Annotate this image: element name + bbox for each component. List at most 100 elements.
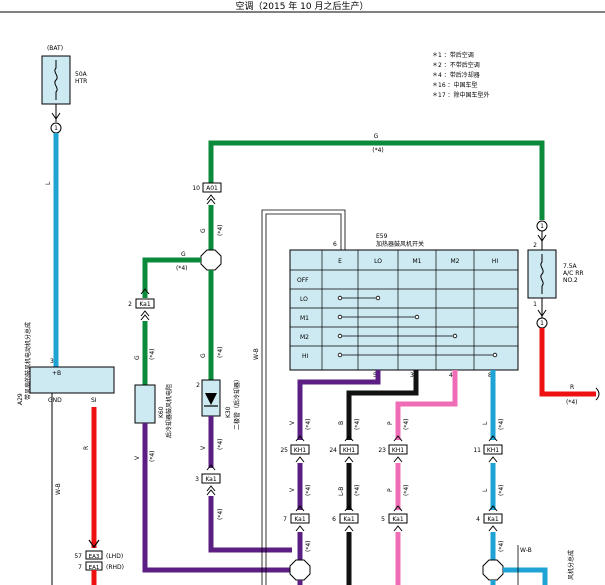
component-k60	[134, 384, 156, 424]
wire-green-left	[142, 257, 201, 298]
module-pin-3: 3	[50, 358, 54, 365]
wire-black-sw	[346, 370, 419, 440]
module-si: SI	[91, 397, 97, 404]
connector-ka1-left-pin: 2	[128, 301, 132, 308]
wire-red-right-end	[595, 387, 600, 401]
wire-note-4-m: (*4)	[403, 485, 410, 497]
connector-ka1-left-label: Ka1	[139, 301, 151, 308]
switch-row-off: OFF	[297, 277, 309, 284]
connector-ea3-label: EA3	[89, 554, 100, 560]
connector-ka1-mid	[201, 473, 221, 484]
connector-ka1-low	[388, 513, 408, 524]
connector-ka1-left	[135, 298, 155, 309]
fuse-ac-arrow-bottom	[537, 309, 547, 317]
fuse-ac-symbol	[540, 254, 544, 294]
left-module	[29, 366, 115, 394]
ka1-left-chevron	[140, 288, 150, 295]
component-k30-name: 二极管（后冷却器）	[233, 376, 241, 430]
red-arrow	[88, 539, 100, 549]
wire-note-4-o: (*4)	[305, 541, 312, 553]
wire-note-4-h: (*4)	[354, 419, 361, 431]
module-gnd: GND	[48, 397, 62, 404]
connector-ka1-mid-label: Ka1	[205, 476, 217, 483]
connector-ea3	[85, 550, 103, 560]
junction-purple	[289, 559, 311, 581]
connector-ea1-label: EA1	[89, 565, 100, 571]
connector-kh1-label: KH1	[392, 447, 404, 454]
wire-note-4-l: (*4)	[354, 485, 361, 497]
wire-label-r-right: R	[570, 384, 574, 391]
wire-note-4-f: (*4)	[217, 509, 224, 521]
connector-kh1	[339, 444, 359, 455]
wire-note-4-a: (*4)	[217, 225, 224, 237]
module-code: A29	[17, 393, 24, 405]
wire-purple-sw	[297, 370, 381, 440]
switch-row-m2: M2	[300, 334, 309, 341]
wire-label-p-mid: P	[387, 488, 394, 492]
junction-blue	[482, 559, 504, 581]
wire-label-g-left: G	[181, 251, 186, 258]
connector-kh1-label: KH1	[294, 447, 306, 454]
wire-blue-right	[503, 567, 548, 585]
connector-kh1-pin: 11	[473, 447, 481, 454]
connector-ka1-low-label: Ka1	[392, 516, 404, 523]
component-k60-name: 后冷却器鼓风机电阻	[165, 384, 173, 438]
wire-label-wb-left: W-B	[55, 483, 62, 495]
connector-ka1-low-label: Ka1	[343, 516, 355, 523]
connector-kh1-pin: 23	[378, 447, 386, 454]
connector-ka1-low	[290, 513, 310, 524]
wire-note-4-g: (*4)	[305, 419, 312, 431]
switch-pin-3: 3	[410, 372, 414, 379]
switch-contacts	[337, 295, 498, 358]
module-plus-b: +B	[52, 370, 61, 377]
connector-a01	[202, 182, 222, 193]
ka1-left-chevron-2	[140, 310, 150, 321]
connector-kh1	[290, 444, 310, 455]
wire-purple-k60	[142, 423, 292, 573]
connector-ka1-low	[339, 513, 359, 524]
switch-pin-5: 5	[373, 372, 377, 379]
connector-kh1-pin: 24	[329, 447, 337, 454]
wire-purple-diode-low	[208, 496, 292, 553]
connector-ka1-low-pin: 4	[476, 516, 480, 523]
switch-col-e: E	[338, 258, 342, 265]
page-title: 空调（2015 年 10 月之后生产）	[236, 0, 369, 12]
legend-item: ＊4 ：带后冷却器	[432, 71, 480, 79]
wire-note-4-b: (*4)	[149, 349, 156, 361]
fuse-symbol	[54, 60, 58, 100]
wire-note-4-c: (*4)	[149, 451, 156, 463]
connector-kh1-label: KH1	[343, 447, 355, 454]
component-k30-code: K30	[225, 406, 232, 418]
bat-arrow	[51, 112, 61, 120]
junction-green	[200, 249, 222, 271]
switch-row-m1: M1	[300, 315, 309, 322]
wire-label-wb-right: W-B	[520, 547, 532, 554]
ka1-mid-chevron	[206, 464, 216, 471]
wire-label-v-sw: V	[289, 420, 296, 425]
wire-label-g-left-note: (*4)	[176, 265, 188, 272]
wire-label-p-sw: P	[387, 421, 394, 425]
connector-kh1	[483, 444, 503, 455]
wire-label-g-top: G	[374, 133, 379, 140]
connector-ka1-mid-pin: 3	[195, 476, 199, 483]
wire-wb-frame-inner	[265, 213, 342, 585]
switch-code: E59	[376, 233, 388, 240]
wire-red-right	[539, 328, 596, 397]
ka1-mid-chevron-2	[206, 485, 216, 496]
wire-label-g-k60: G	[134, 355, 141, 360]
wire-note-4-k: (*4)	[305, 485, 312, 497]
wire-green-top	[208, 140, 545, 220]
ka1-low-row	[290, 505, 503, 532]
connector-kh1-pin: 25	[280, 447, 288, 454]
wire-label-g-mid: G	[200, 228, 207, 233]
wire-label-v-diode: V	[200, 445, 207, 450]
wire-label-l: L	[45, 181, 52, 185]
wire-label-lb-mid: L-B	[338, 487, 345, 496]
connector-ea3-note: (LHD)	[106, 553, 123, 560]
switch-col-lo: LO	[374, 258, 382, 265]
diode-pin-2: 2	[196, 382, 200, 389]
legend-item: ＊1 ：带后空调	[432, 51, 474, 59]
switch-row-hi: HI	[302, 353, 309, 360]
